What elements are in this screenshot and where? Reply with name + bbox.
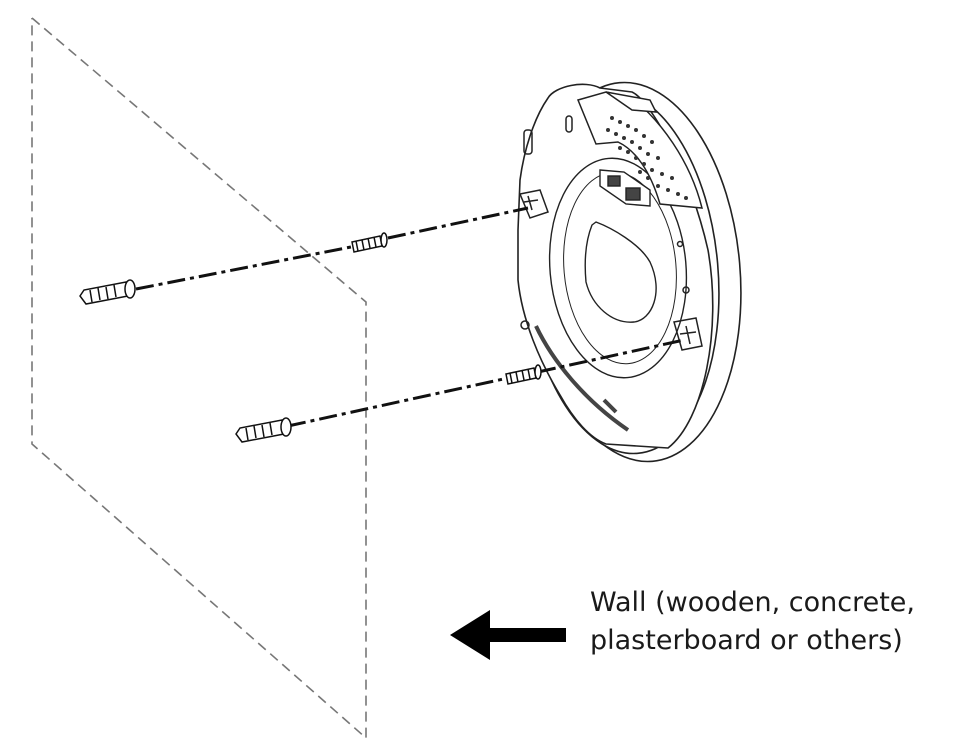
wall-anchor-lower — [505, 364, 542, 385]
wall-caption-line-1: Wall (wooden, concrete, — [590, 587, 916, 618]
screw-lower — [235, 417, 292, 443]
ethernet-port — [599, 169, 651, 207]
guide-lines — [135, 206, 685, 428]
left-arrow-icon — [450, 610, 566, 660]
wall-anchor-upper — [351, 232, 388, 253]
vent-holes — [606, 116, 688, 200]
wall-outline — [31, 17, 367, 740]
keyhole-mounts — [518, 115, 703, 432]
screw-upper — [79, 279, 136, 305]
wall-caption: Wall (wooden, concrete, plasterboard or … — [590, 584, 950, 660]
wall-caption-line-2: plasterboard or others) — [590, 625, 903, 656]
